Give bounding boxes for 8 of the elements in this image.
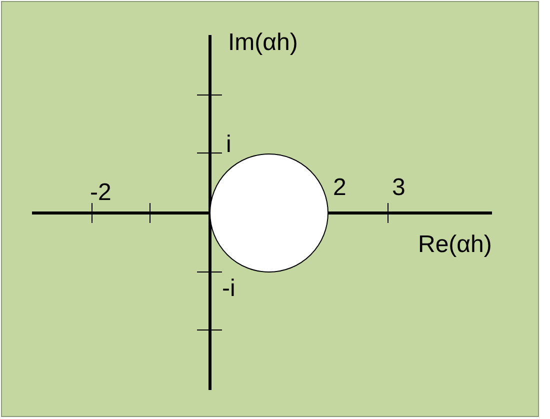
tick-label: -2 [90,180,112,206]
tick-label: -i [222,276,236,302]
tick-label: 2 [333,175,346,201]
tick-label: 3 [392,175,406,201]
tick-label: i [226,132,232,158]
stability-circle [210,154,328,272]
axis-label: Re(αh) [418,232,492,258]
axis-label: Im(αh) [228,30,298,56]
